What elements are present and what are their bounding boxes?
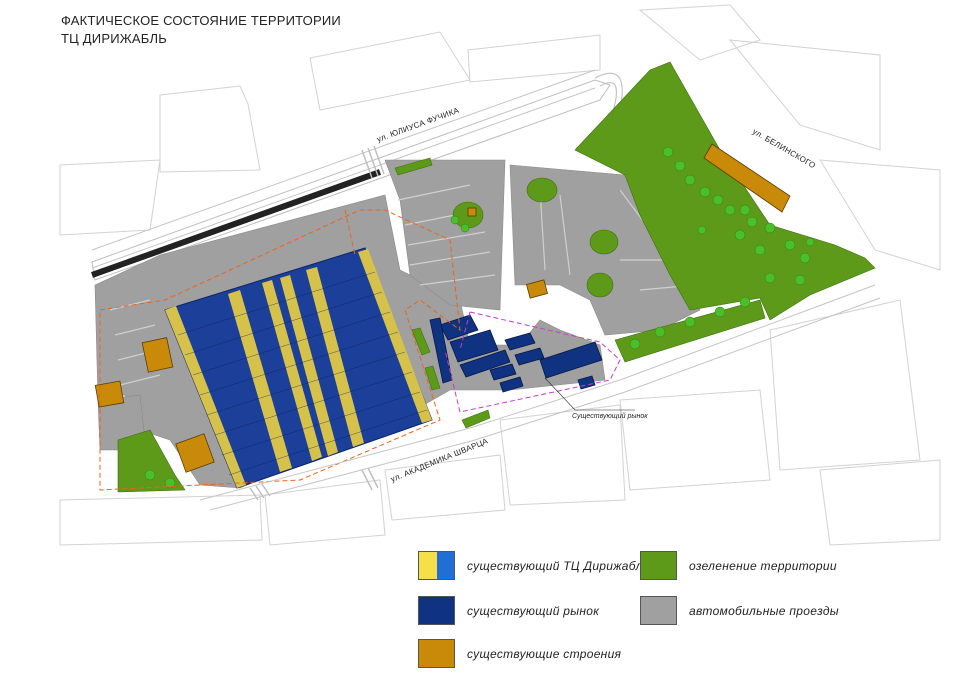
legend-swatch-greenery <box>640 551 677 580</box>
building-south <box>175 433 215 473</box>
legend-buildings: существующие строения <box>418 639 621 668</box>
existing-market <box>429 314 603 393</box>
legend-label-buildings: существующие строения <box>467 646 622 661</box>
legend-label-roads: автомобильные проезды <box>689 603 839 618</box>
swatch-yellow <box>419 552 437 579</box>
street-label-shvartsa: ул. АКАДЕМИКА ШВАРЦА <box>389 436 489 484</box>
legend-swatch-dirizhabl <box>418 551 455 580</box>
legend-label-dirizhabl: существующий ТЦ Дирижабль <box>467 558 650 573</box>
legend-greenery: озеленение территории <box>640 551 837 580</box>
legend-swatch-market <box>418 596 455 625</box>
site-boundary-magenta <box>444 311 621 413</box>
legend-market: существующий рынок <box>418 596 599 625</box>
legend-swatch-buildings <box>418 639 455 668</box>
page-subtitle: ТЦ ДИРИЖАБЛЬ <box>61 31 168 46</box>
building-west-2 <box>94 380 125 408</box>
building-kiosk <box>467 207 477 217</box>
market-callout: Существующий рынок <box>544 377 648 420</box>
legend-swatch-roads <box>640 596 677 625</box>
building-belinskogo <box>703 143 791 213</box>
page-title: ФАКТИЧЕСКОЕ СОСТОЯНИЕ ТЕРРИТОРИИ <box>61 13 341 28</box>
existing-buildings <box>94 143 791 473</box>
greenery-areas <box>117 61 876 493</box>
callout-market-label: Существующий рынок <box>572 412 648 420</box>
legend-label-market: существующий рынок <box>467 603 600 618</box>
dirizhabl-roof-ribs <box>177 271 428 476</box>
dirizhabl-shopping-center <box>164 247 433 489</box>
site-boundary-orange <box>99 209 461 491</box>
building-west-1 <box>141 337 174 373</box>
road-fuchika <box>90 69 623 281</box>
legend-label-greenery: озеленение территории <box>689 558 837 573</box>
legend-roads: автомобильные проезды <box>640 596 839 625</box>
building-center <box>526 279 548 299</box>
street-label-belinskogo: ул. БЕЛИНСКОГО <box>751 127 817 170</box>
legend-dirizhabl: существующий ТЦ Дирижабль <box>418 551 649 580</box>
trees <box>144 146 815 489</box>
parking-stalls <box>109 184 696 386</box>
dirizhabl-yellow-strips <box>165 249 432 488</box>
road-shvartsa <box>199 284 881 511</box>
swatch-blue <box>436 552 454 579</box>
